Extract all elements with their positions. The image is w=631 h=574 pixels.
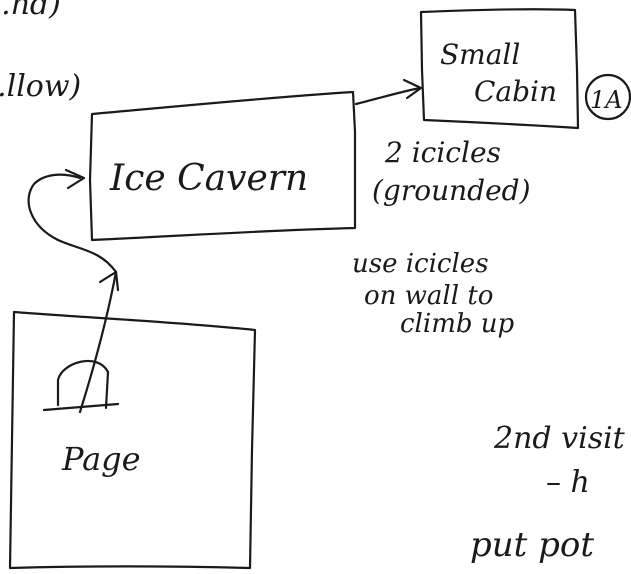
visit-note: 2nd visit (493, 421, 626, 456)
icicles-note-2: (grounded) (372, 174, 531, 207)
small-cabin-label-1: Small (440, 38, 520, 71)
wall-note-3: climb up (400, 309, 515, 339)
arrow-cavern-to-cabin (354, 78, 423, 106)
dash-note: – h (546, 465, 590, 500)
edge-text-left: ...llow) (0, 69, 81, 104)
wall-note-1: use icicles (352, 249, 489, 279)
ice-cavern-box (88, 90, 357, 242)
page-box (8, 310, 257, 570)
page-label: Page (61, 440, 141, 478)
put-note: put pot (470, 525, 594, 565)
small-cabin-label-2: Cabin (474, 75, 557, 108)
door-icon (56, 360, 110, 410)
ice-cavern-label: Ice Cavern (109, 158, 308, 199)
page-node: Page (8, 310, 257, 570)
small-cabin-node: Small Cabin 1A (419, 8, 631, 130)
small-cabin-box (419, 8, 580, 130)
wall-note-2: on wall to (364, 281, 493, 311)
cabin-marker-label: 1A (590, 86, 623, 114)
arrow-page-to-cavern (27, 168, 120, 414)
cabin-marker-circle (584, 73, 631, 121)
edge-text-top: ...nd) (0, 0, 61, 22)
ice-cavern-node: Ice Cavern (88, 90, 357, 242)
icicles-note-1: 2 icicles (384, 136, 501, 169)
